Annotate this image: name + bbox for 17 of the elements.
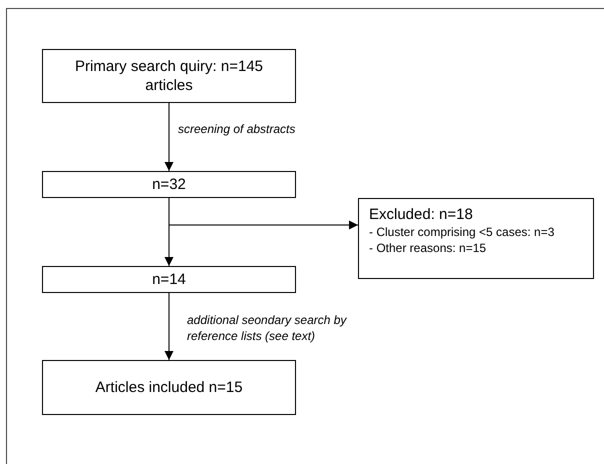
process-box (42, 360, 296, 415)
process-box (42, 49, 296, 103)
list-item: - Other reasons: n=15 (369, 240, 486, 256)
box-text: n=32 (152, 175, 186, 194)
box-text: Articles included n=15 (95, 378, 243, 397)
edge-label: additional seondary search by reference lists (see text) (187, 312, 348, 344)
edge-label: screening of abstracts (178, 121, 296, 137)
arrow (164, 102, 174, 172)
box-text: Primary search quiry: n=145 articles (74, 57, 264, 95)
arrow (164, 292, 174, 360)
arrow (168, 198, 358, 230)
process-box (42, 266, 296, 293)
box-text: n=14 (152, 270, 186, 289)
box-heading: Excluded: n=18 (369, 205, 473, 224)
list-item: - Cluster comprising <5 cases: n=3 (369, 224, 554, 240)
process-box (42, 171, 296, 198)
process-box (358, 198, 594, 279)
